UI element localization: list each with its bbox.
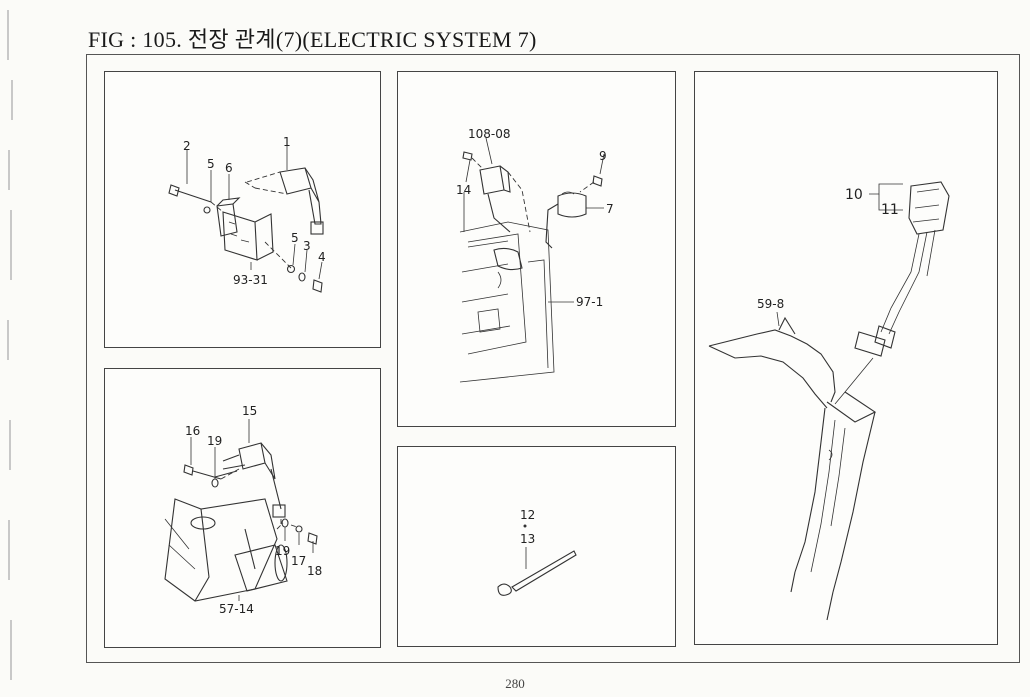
figure-title: FIG : 105. 전장 관계(7)(ELECTRIC SYSTEM 7) [88, 27, 537, 52]
label-5-bottom: 5 [291, 231, 299, 245]
bracket-assembly-diagram: 1 2 5 6 5 3 4 93-31 [168, 135, 326, 293]
outer-frame [86, 54, 1020, 663]
scan-edge-marks [7, 10, 13, 680]
label-57-14: 57-14 [219, 602, 254, 616]
label-97-1: 97-1 [576, 295, 603, 309]
relay-assembly-diagram: 108-08 9 14 7 97-1 [456, 127, 614, 383]
label-12: 12 [520, 508, 535, 522]
panel-bracket-assembly: 1 2 5 6 5 3 4 93-31 [104, 71, 381, 348]
label-19-top: 19 [207, 434, 222, 448]
cable-tie-diagram: 12 13 [497, 508, 577, 596]
label-16: 16 [185, 424, 200, 438]
panel-relay-assembly: 108-08 9 14 7 97-1 [397, 71, 676, 427]
label-5-top: 5 [207, 157, 215, 171]
label-1: 1 [283, 135, 291, 149]
label-93-31: 93-31 [233, 273, 268, 287]
panel-cable-tie: 12 13 [397, 446, 676, 647]
label-13: 13 [520, 532, 535, 546]
label-7: 7 [606, 202, 614, 216]
label-4: 4 [318, 250, 326, 264]
page-number: 280 [505, 676, 525, 691]
label-14: 14 [456, 183, 471, 197]
label-15: 15 [242, 404, 257, 418]
panel-pedal-switch: 15 16 19 19 17 18 57-14 [104, 368, 381, 648]
label-19-bottom: 19 [275, 544, 290, 558]
label-108-08: 108-08 [468, 127, 511, 141]
label-6: 6 [225, 161, 233, 175]
label-10: 10 [845, 187, 863, 203]
label-3: 3 [303, 239, 311, 253]
label-11: 11 [881, 202, 899, 218]
pedal-switch-diagram: 15 16 19 19 17 18 57-14 [164, 404, 322, 616]
label-17: 17 [291, 554, 306, 568]
label-9: 9 [599, 149, 607, 163]
column-harness-diagram: 10 11 59-8 [708, 181, 950, 621]
label-59-8: 59-8 [757, 297, 784, 311]
label-18: 18 [307, 564, 322, 578]
label-2: 2 [183, 139, 191, 153]
panel-column-harness: 10 11 59-8 [694, 71, 998, 645]
